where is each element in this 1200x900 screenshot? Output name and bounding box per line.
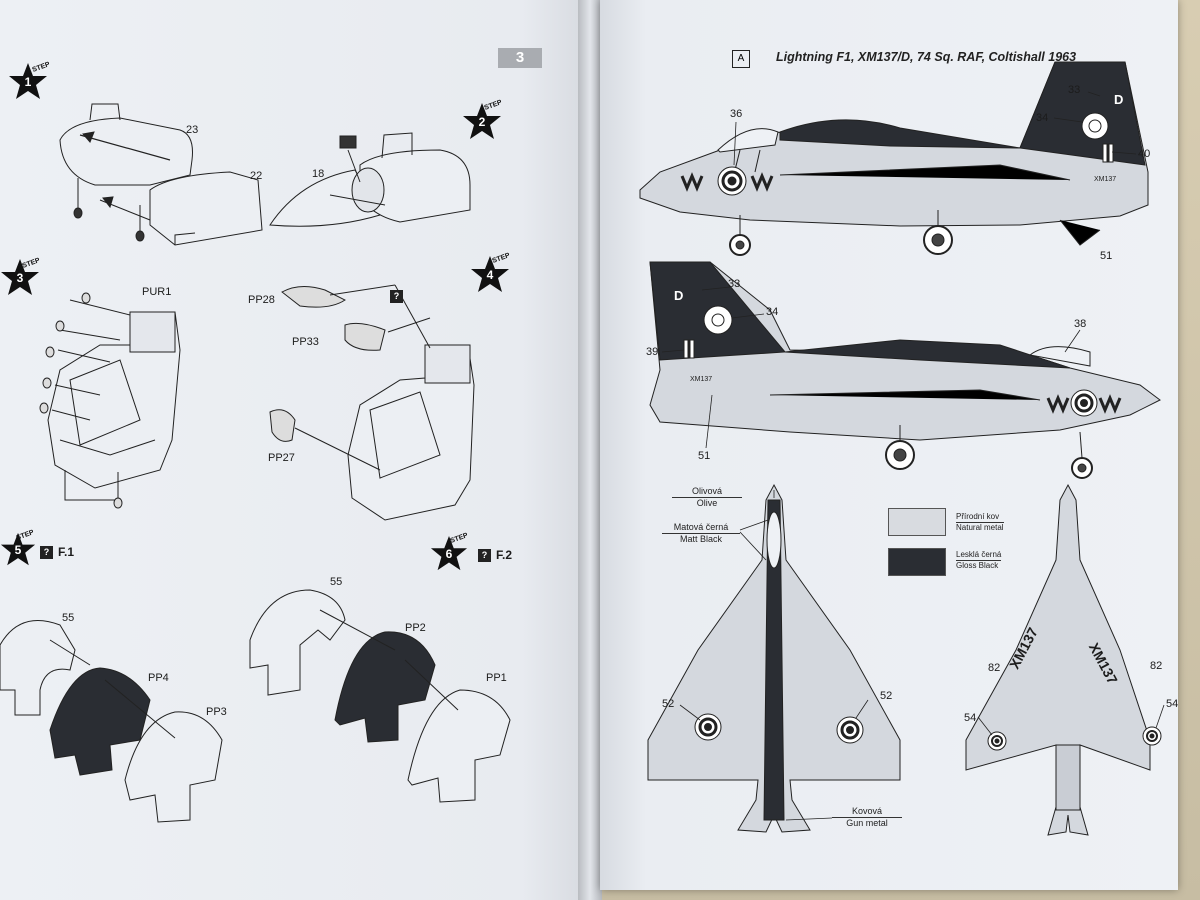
part-55-b bbox=[249, 589, 346, 696]
tail-letter-bottom: D bbox=[674, 288, 684, 303]
step-6-star: 6 STEP bbox=[430, 532, 469, 573]
legend-swatch-natural-metal bbox=[888, 508, 946, 536]
assembly-drawings bbox=[0, 103, 511, 823]
part-pp27 bbox=[269, 409, 296, 442]
step-1-number: 1 bbox=[24, 75, 32, 89]
step-5-star: 5 STEP bbox=[0, 529, 36, 568]
part-23-shape bbox=[59, 117, 193, 186]
paint-question-icon: ? bbox=[40, 546, 53, 559]
callout-54-left: 54 bbox=[964, 712, 977, 724]
callout-33-bottom: 33 bbox=[728, 278, 741, 290]
part-label-55-b: 55 bbox=[330, 576, 343, 588]
step-3-star: 3 STEP bbox=[0, 257, 41, 298]
callout-34-top: 34 bbox=[1036, 112, 1049, 124]
callout-36: 36 bbox=[730, 108, 743, 120]
part-label-pp1: PP1 bbox=[486, 672, 507, 684]
part-label-23: 23 bbox=[186, 124, 199, 136]
serial-top: XM137 bbox=[1094, 176, 1117, 183]
label-olive: Olivová Olive bbox=[672, 486, 742, 509]
callout-82-right: 82 bbox=[1150, 660, 1163, 672]
callout-51-top: 51 bbox=[1100, 250, 1113, 262]
legend-natural-metal: Přírodní kov Natural metal bbox=[956, 512, 1004, 532]
step-2-star: 2 STEP bbox=[462, 99, 503, 142]
aircraft-drawings bbox=[639, 61, 1165, 836]
callout-33-top: 33 bbox=[1068, 84, 1081, 96]
intake-nacelle bbox=[359, 149, 471, 223]
part-23-tab bbox=[89, 103, 121, 121]
callout-82-left: 82 bbox=[988, 662, 1001, 674]
part-pp2 bbox=[334, 631, 436, 743]
book-gutter bbox=[578, 0, 602, 900]
step-3-number: 3 bbox=[16, 271, 24, 285]
callout-54-right: 54 bbox=[1166, 698, 1179, 710]
serial-bottom: XM137 bbox=[690, 376, 713, 383]
part-label-18: 18 bbox=[312, 168, 325, 180]
part-pp3 bbox=[124, 711, 223, 823]
step-6-number: 6 bbox=[445, 547, 453, 561]
callout-39: 39 bbox=[646, 346, 659, 358]
plan-view-bottom bbox=[965, 483, 1151, 836]
callout-52-right: 52 bbox=[880, 690, 893, 702]
part-pp1 bbox=[407, 689, 511, 803]
part-label-pp27: PP27 bbox=[268, 452, 295, 464]
side-view-2-spine bbox=[784, 339, 1071, 369]
paint-question-icon: ? bbox=[478, 549, 491, 562]
part-pp28 bbox=[281, 286, 346, 308]
tail-letter-top: D bbox=[1114, 92, 1124, 107]
part-label-pur1: PUR1 bbox=[142, 286, 172, 298]
part-label-22: 22 bbox=[250, 170, 263, 182]
label-matt-black: Matová černá Matt Black bbox=[662, 522, 740, 545]
part-label-pp3: PP3 bbox=[206, 706, 227, 718]
part-label-55-a: 55 bbox=[62, 612, 75, 624]
page-number: 3 bbox=[498, 48, 542, 68]
part-label-pp33: PP33 bbox=[292, 336, 319, 348]
callout-34-bottom: 34 bbox=[766, 306, 779, 318]
step-4-star: 4 STEP bbox=[470, 252, 511, 295]
seat-pur1 bbox=[47, 311, 181, 489]
legend-gloss-black: Lesklá černá Gloss Black bbox=[956, 550, 1002, 570]
part-label-pp4: PP4 bbox=[148, 672, 169, 684]
label-gun-metal: Kovová Gun metal bbox=[832, 806, 902, 829]
step-5-variant: F.1 bbox=[58, 545, 75, 559]
side-view-1-spine bbox=[779, 119, 1021, 149]
callout-51-bottom: 51 bbox=[698, 450, 711, 462]
step-1-star: 1 STEP bbox=[8, 61, 51, 102]
legend-swatch-gloss-black bbox=[888, 548, 946, 576]
step-2-number: 2 bbox=[478, 115, 486, 129]
scheme-title: Lightning F1, XM137/D, 74 Sq. RAF, Colti… bbox=[776, 50, 1077, 64]
step-6-variant: F.2 bbox=[496, 548, 513, 562]
step-4-number: 4 bbox=[486, 268, 494, 282]
part-pp33 bbox=[344, 322, 386, 351]
part-label-pp2: PP2 bbox=[405, 622, 426, 634]
plan-view-spine bbox=[763, 499, 785, 821]
scheme-letter-box: A bbox=[732, 50, 750, 68]
callout-52-left: 52 bbox=[662, 698, 675, 710]
part-22-shape bbox=[149, 171, 263, 246]
step-5-number: 5 bbox=[14, 543, 22, 557]
part-label-pp28: PP28 bbox=[248, 294, 275, 306]
callout-38: 38 bbox=[1074, 318, 1087, 330]
part-pp4 bbox=[49, 667, 151, 776]
callout-40: 40 bbox=[1138, 148, 1151, 160]
